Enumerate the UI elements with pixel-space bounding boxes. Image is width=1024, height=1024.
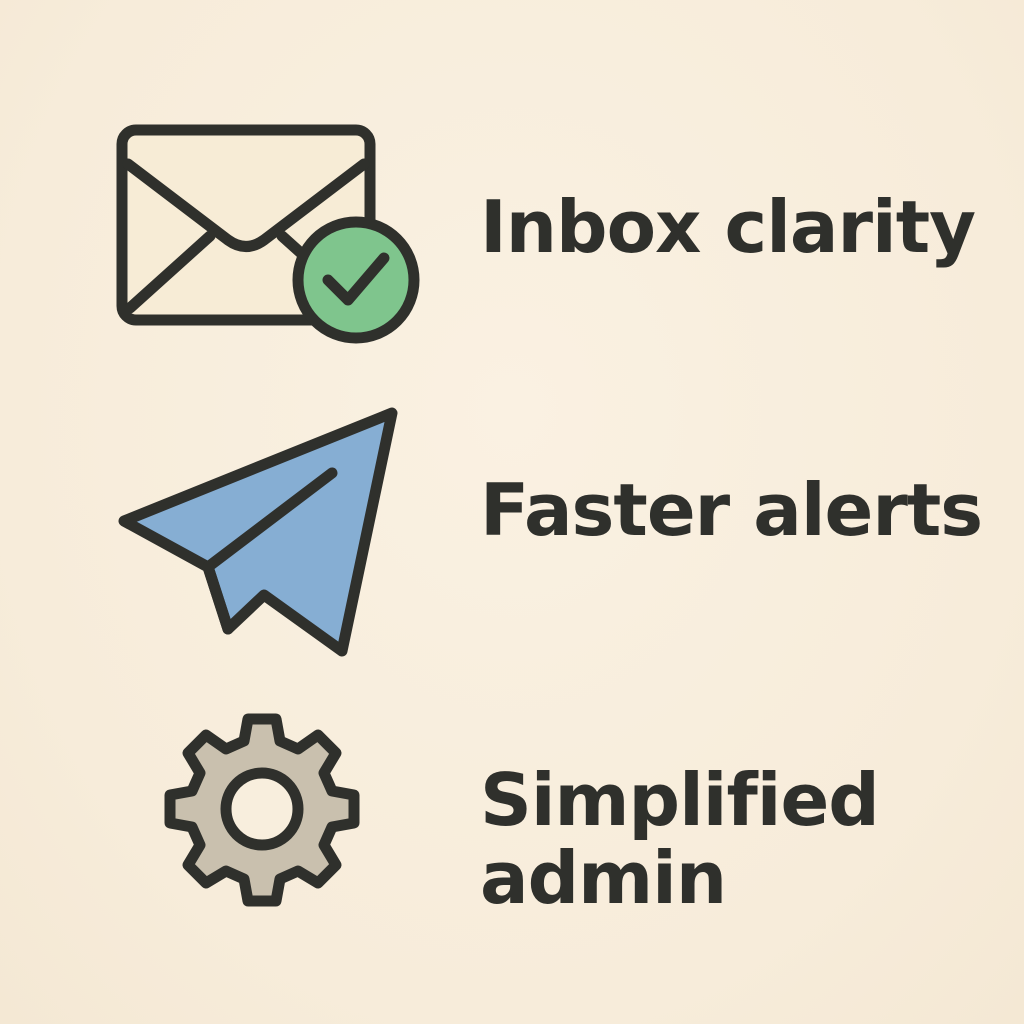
feature-label: Inbox clarity	[480, 185, 976, 269]
feature-simplified-admin: Simplified admin	[0, 705, 1024, 925]
gear-icon	[158, 711, 368, 911]
feature-inbox-clarity: Inbox clarity	[0, 110, 1024, 350]
feature-label-line-2: admin	[480, 836, 727, 920]
paper-plane-icon	[112, 401, 412, 661]
feature-label-line-1: Simplified	[480, 758, 880, 842]
envelope-check-icon	[110, 120, 430, 350]
feature-label: Simplified admin	[480, 758, 880, 920]
feature-label: Faster alerts	[480, 468, 983, 552]
feature-faster-alerts: Faster alerts	[0, 395, 1024, 665]
